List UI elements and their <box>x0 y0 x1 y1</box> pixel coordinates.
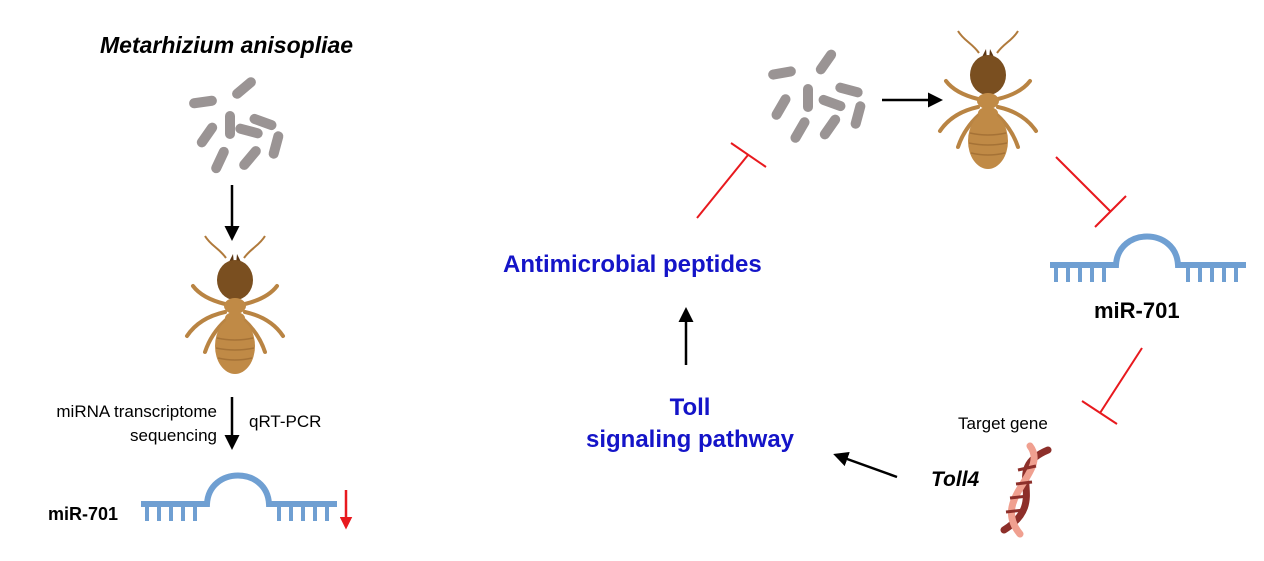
sequencing-method-label: miRNA transcriptome sequencing <box>14 400 217 448</box>
antimicrobial-peptides-label: Antimicrobial peptides <box>503 251 762 278</box>
arrow-toll4-to-pathway <box>833 452 898 479</box>
fungal-spores-icon-right <box>767 47 867 145</box>
mirna-hairpin-icon-left <box>141 476 337 522</box>
fungus-species-title: Metarhizium anisopliae <box>100 32 354 58</box>
dna-helix-icon <box>1000 442 1052 538</box>
gene-name-label: Toll4 <box>931 468 980 491</box>
inhibition-termite-mirna <box>1055 156 1127 228</box>
termite-icon-left <box>185 234 285 376</box>
fungal-spores-icon-left <box>188 75 285 175</box>
toll-pathway-label: Toll signaling pathway <box>560 392 820 456</box>
toll-pathway-line1: Toll <box>669 394 711 421</box>
mirna-hairpin-icon-right <box>1050 237 1246 283</box>
inhibition-mirna-toll4 <box>1081 347 1143 425</box>
termite-icon-right <box>938 29 1038 171</box>
sequencing-method-line1: miRNA transcriptome <box>56 402 217 421</box>
qpcr-method-label: qRT-PCR <box>249 412 322 431</box>
sequencing-method-line2: sequencing <box>130 426 217 445</box>
target-gene-label: Target gene <box>958 414 1048 433</box>
mirna-label-right: miR-701 <box>1094 298 1180 323</box>
mirna-label-left: miR-701 <box>48 504 119 524</box>
toll-pathway-line2: signaling pathway <box>585 426 795 453</box>
inhibition-amps-spores <box>696 142 767 219</box>
